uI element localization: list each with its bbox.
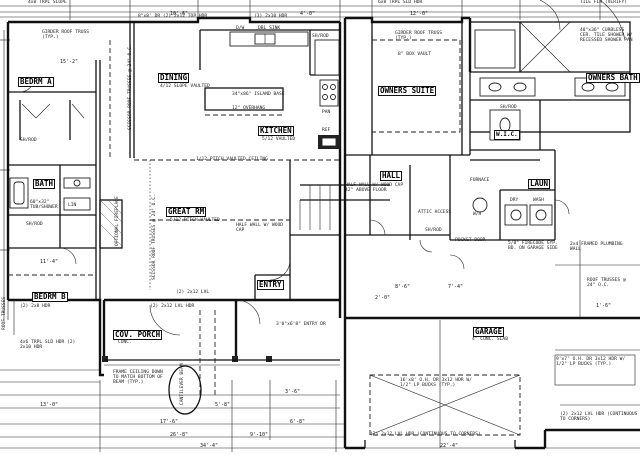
note-shelf-rod-5: SH/ROD — [312, 34, 329, 39]
note-sink: DBL SINK — [258, 26, 281, 31]
dim-7-4: 7'-4" — [448, 284, 464, 290]
note-double-lvl: (2) 2x12 LVL HDR — [150, 304, 195, 309]
note-girder-left: GIRDER ROOF TRUSS (TYP.) — [42, 30, 90, 40]
note-top-far-right: TILE FLR (VERIFY) — [580, 0, 628, 5]
note-island: 34"x86" ISLAND BASE — [232, 92, 285, 97]
room-label-owners-suite: OWNERS SUITE — [378, 86, 437, 96]
dim-34-4: 34'-4" — [200, 443, 219, 449]
room-label-bedroom-a: BEDRM A — [18, 77, 54, 87]
note-half-wall: HALF WALL W/ WOOD CAP — [236, 223, 284, 233]
note-shelf-rod-2: SH/ROD — [26, 222, 43, 227]
note-linen: LIN — [68, 203, 77, 208]
room-label-great-rm: GREAT RM — [166, 207, 207, 217]
note-cantilever-beam: CANTILEVER BEAM — [180, 363, 185, 406]
note-frame-ceiling: FRAME CEILING DOWN TO MATCH BOTTOM OF BE… — [113, 370, 163, 385]
room-label-laun: LAUN — [528, 179, 551, 189]
room-label-hall: HALL — [380, 171, 403, 181]
dim-11-4: 11'-4" — [40, 259, 59, 265]
room-label-entry: ENTRY — [257, 280, 284, 290]
room-label-bedroom-b: BEDRM B — [32, 292, 68, 302]
note-attic: ATTIC ACCESS — [418, 210, 452, 215]
dim-5-8: 5'-8" — [215, 402, 231, 408]
dim-17-6: 17'-6" — [160, 419, 179, 425]
note-pantry: PAN — [322, 110, 331, 115]
note-entry-hdr: 3'0"x6'8" ENTRY DR — [276, 322, 326, 327]
note-roof-left: ROOF TRUSSES — [2, 296, 7, 330]
note-top-left-hdr: 4x8 TRPL SLOPE — [28, 0, 67, 5]
dim-8-6: 8'-6" — [395, 284, 411, 290]
note-shelf-rod-4: SH/ROD — [425, 228, 442, 233]
note-vaulted-ceiling: 1/12 PITCH VAULTED CEILING — [196, 157, 268, 162]
note-optional-fireplace: OPTIONAL FIREPLACE — [115, 196, 120, 246]
note-dishwasher: D/W — [236, 26, 245, 31]
room-label-bath: BATH — [33, 179, 56, 189]
dim-3-6: 3'-6" — [285, 389, 301, 395]
note-curbless-shower: 48"x36" CURBLESS CER. TILE SHOWER W/ REC… — [580, 28, 633, 43]
note-oh-door-right: 9'x7' O.H. DR 3x12 HDR W/ 1/2" LP BUCKS … — [556, 357, 626, 367]
note-kitchen-vault: 5/12 VAULTED — [262, 137, 296, 142]
dim-15-2: 15'-2" — [60, 59, 79, 65]
note-great-vault: 5/12 PITCH VAULTED — [170, 218, 220, 223]
note-shelf-rod-3: SH/ROD — [500, 105, 517, 110]
note-cov-porch: CONC. — [118, 340, 132, 345]
note-box-vault: 8" BOX VAULT — [398, 52, 432, 57]
note-left-bottom-hdr: 4x6 TRPL SLD HDR (2) 2x10 HDR — [20, 340, 76, 350]
note-water-heater: W/H — [473, 212, 482, 217]
dim-2-0: 2'-0" — [375, 295, 391, 301]
note-lvl-hdr: (2) 2x12 LVL — [176, 290, 210, 295]
note-lvl-corners: (2) 2x12 LVL HDR (CONTINUOUS TO CORNERS) — [370, 432, 481, 437]
dim-4-0: 4'-0" — [300, 11, 316, 17]
room-label-wic: W.I.C. — [494, 130, 520, 140]
note-plumbing-wall: 2x4 FRAMED PLUMBING WALL — [570, 242, 623, 252]
note-roof-trusses-right: ROOF TRUSSES @ 24" O.C. — [587, 278, 626, 288]
note-scissor-left: SCISSOR ROOF TRUSSES @ 24" O.C. — [128, 44, 133, 130]
note-top-hdr-center: 8"x8' DR (2) 2x12 TOP HDR — [138, 14, 208, 19]
room-label-kitchen: KITCHEN — [258, 126, 294, 136]
room-label-owners-bath: OWNERS BATH — [586, 73, 640, 83]
note-fire-wall: 5/8" FIRECODE GYP. BD. ON GARAGE SIDE — [508, 241, 558, 251]
room-label-cov-porch: COV. PORCH — [113, 330, 163, 340]
dim-1-6: 1'-6" — [596, 303, 612, 309]
note-dryer: DRY — [510, 198, 519, 203]
note-ref: REF — [322, 128, 331, 133]
dim-12-0: 12'-0" — [410, 11, 429, 17]
dim-6-8: 6'-8" — [290, 419, 306, 425]
note-oh-door: 16'x8' O.H. DR 3x12 HDR W/ 1/2" LP BUCKS… — [400, 378, 472, 388]
note-overhang: 12" OVERHANG — [232, 106, 266, 111]
note-hdr-bedroom-b: (2) 2x8 HDR — [20, 304, 51, 309]
note-half-wall-2: HALF WALL W/ WOOD CAP 42" ABOVE FLOOR — [345, 183, 404, 193]
dim-13-0: 13'-0" — [40, 402, 59, 408]
room-label-dining: DINING — [158, 73, 190, 83]
note-pocket-door: POCKET DOOR — [455, 238, 486, 243]
note-lvl-corners-2: (2) 2x12 LVL HDR (CONTINUOUS TO CORNERS) — [560, 412, 638, 422]
room-label-garage: GARAGE — [473, 327, 505, 337]
note-shelf-rod-1: SH/ROD — [20, 138, 37, 143]
note-washer: WASH — [533, 198, 545, 203]
note-tub-shower: 60"x32" TUB/SHOWER — [30, 200, 58, 210]
dim-26-8: 26'-8" — [170, 432, 189, 438]
dim-22-4: 22'-4" — [440, 443, 459, 449]
note-garage: 4" CONC. SLAB — [472, 337, 508, 342]
note-top-triple-sld: 6x8 TRPL SLD HDR — [378, 0, 423, 5]
note-scissor-mid: SCISSOR ROOF TRUSSES @ 24" O.C. — [152, 194, 157, 280]
note-dining-vault: 4/12 SLOPE VAULTED — [160, 84, 210, 89]
dim-10-6: 10'-6" — [170, 11, 189, 17]
note-top-hdr-right: (3) 2x10 HDR — [254, 14, 288, 19]
note-furnace: FURNACE — [470, 178, 490, 183]
note-girder-right: GIRDER ROOF TRUSS (TYP.) — [395, 31, 443, 41]
dim-9-10: 9'-10" — [250, 432, 269, 438]
